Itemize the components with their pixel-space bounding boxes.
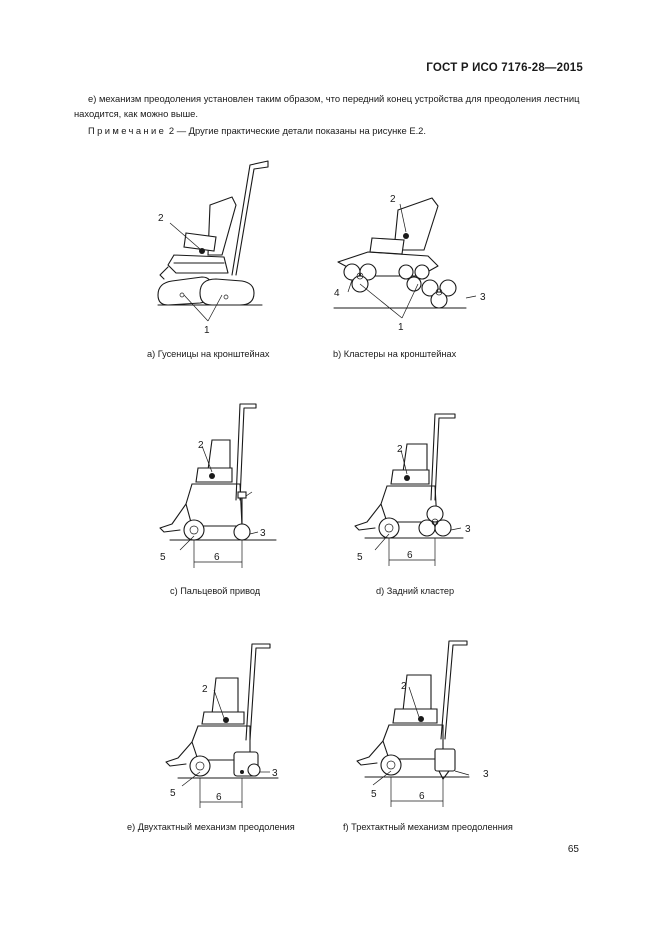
label-3: 3 (465, 524, 471, 535)
note-text: 2 — Другие практические детали показаны … (168, 125, 427, 136)
label-2: 2 (401, 681, 407, 692)
label-1: 1 (204, 325, 210, 336)
label-4: 4 (334, 288, 340, 299)
caption-f: f) Трехтактный механизм преодоленния (343, 822, 513, 832)
figure-e-two-stroke: 2 5 3 6 (158, 640, 298, 815)
label-5: 5 (371, 789, 377, 800)
figure-d-rear-cluster: 2 3 5 6 (345, 410, 485, 575)
caption-c: с) Пальцевой привод (170, 586, 261, 596)
figure-c-finger-drive: 2 3 5 6 (150, 400, 290, 575)
label-3: 3 (483, 769, 489, 780)
label-5: 5 (160, 552, 166, 563)
label-2: 2 (158, 213, 164, 224)
figure-a-tracks: 2 1 (150, 155, 310, 336)
label-3: 3 (480, 292, 486, 303)
paragraph-e: е) механизм преодоления установлен таким… (74, 93, 580, 119)
caption-a: а) Гусеницы на кронштейнах (147, 349, 270, 359)
standard-header: ГОСТ Р ИСО 7176-28—2015 (426, 62, 583, 74)
label-5: 5 (357, 552, 363, 563)
caption-d: d) Задний кластер (376, 586, 455, 596)
label-5: 5 (170, 788, 176, 799)
label-6: 6 (407, 550, 413, 561)
label-6: 6 (214, 552, 220, 563)
caption-e: е) Двухтактный механизм преодоления (127, 822, 295, 832)
figure-b-clusters: 2 4 3 1 (328, 180, 498, 340)
note: Примечание 2 — Другие практические детал… (74, 123, 582, 138)
label-6: 6 (419, 791, 425, 802)
caption-b: b) Кластеры на кронштейнах (333, 349, 457, 359)
label-2: 2 (198, 440, 204, 451)
figure-f-three-stroke: 2 5 3 6 (345, 635, 495, 815)
label-3: 3 (272, 768, 278, 779)
label-3: 3 (260, 528, 266, 539)
page-number: 65 (567, 844, 579, 855)
label-2: 2 (202, 684, 208, 695)
label-1: 1 (398, 322, 404, 333)
label-2: 2 (397, 444, 403, 455)
label-6: 6 (216, 792, 222, 803)
label-2: 2 (390, 194, 396, 205)
note-word: Примечание (88, 125, 167, 136)
